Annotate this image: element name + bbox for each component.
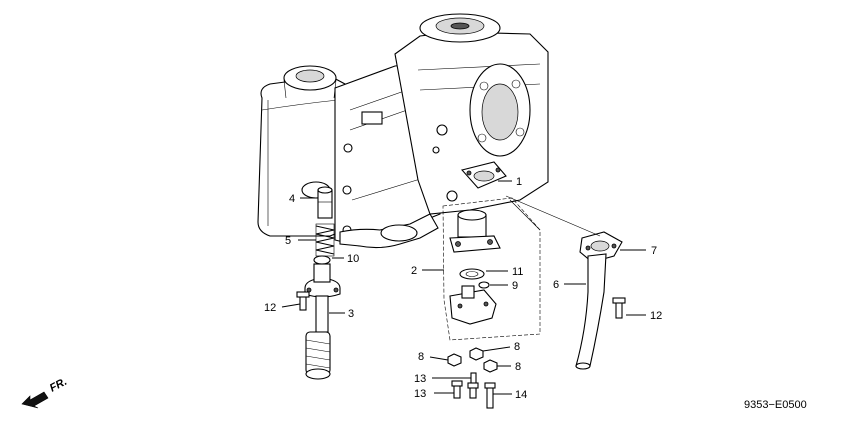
- callout-2: 2: [411, 265, 417, 277]
- fastener-parts: [447, 347, 498, 409]
- callout-8-right: 8: [515, 361, 521, 373]
- callout-13-lower: 13: [414, 388, 426, 400]
- oil-pump-assembly: [442, 197, 541, 341]
- callout-7: 7: [651, 245, 657, 257]
- dipstick-tube-parts: [575, 231, 626, 370]
- engine-block-drawing: [257, 13, 549, 249]
- callout-8-top: 8: [514, 341, 520, 353]
- callout-9: 9: [512, 280, 518, 292]
- front-direction-marker: FR.: [21, 376, 69, 409]
- oil-strainer-parts: [296, 186, 341, 380]
- callout-3: 3: [348, 308, 354, 320]
- drawing-code: 9353−E0500: [744, 399, 807, 411]
- callout-12-right: 12: [650, 310, 662, 322]
- front-marker-label: FR.: [48, 376, 69, 395]
- callout-5: 5: [285, 235, 291, 247]
- callout-10: 10: [347, 253, 359, 265]
- leader-lines: [281, 180, 646, 395]
- callout-6: 6: [553, 279, 559, 291]
- callout-12-left: 12: [264, 302, 276, 314]
- callout-1: 1: [516, 176, 522, 188]
- callout-13-upper: 13: [414, 373, 426, 385]
- callout-14: 14: [515, 389, 527, 401]
- callout-4: 4: [289, 193, 295, 205]
- front-arrow-icon: [21, 391, 49, 409]
- callout-8-left: 8: [418, 351, 424, 363]
- callout-11: 11: [512, 266, 523, 278]
